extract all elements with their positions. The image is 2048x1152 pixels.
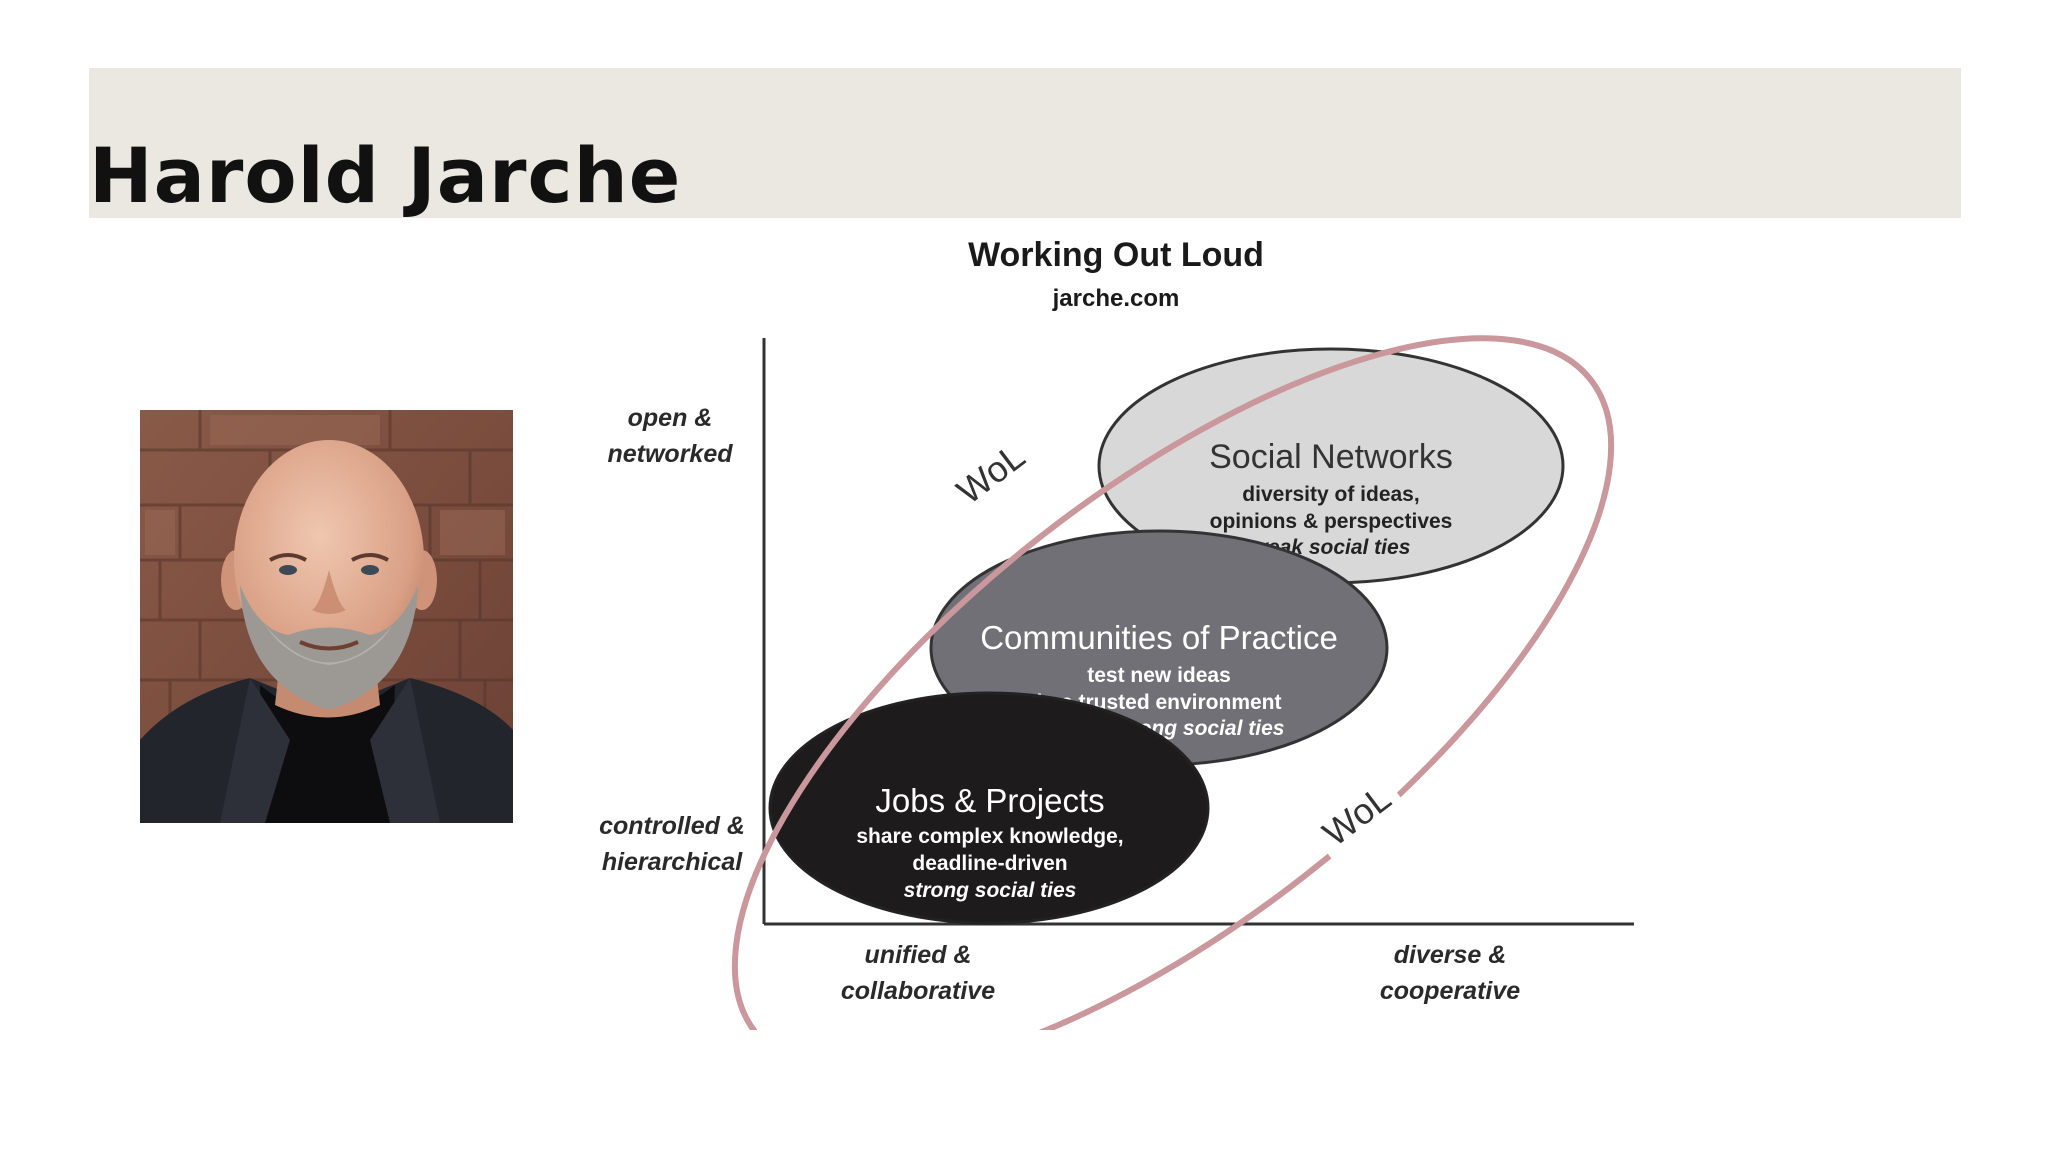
jobs-and-projects-title: Jobs & Projects [875,782,1104,819]
communities-of-practice-title: Communities of Practice [980,619,1338,656]
wol-label-bottom-mask [1305,769,1406,860]
communities-of-practice-line1: test new ideas [1087,664,1231,687]
working-out-loud-diagram: Working Out Loud jarche.com open & netwo… [560,230,1680,1030]
social-networks-line2: opinions & perspectives [1210,510,1453,533]
x-axis-right-label-line2: cooperative [1380,977,1520,1005]
jobs-and-projects-ties: strong social ties [904,879,1077,902]
jobs-and-projects-line2: deadline-driven [912,852,1067,875]
diagram-subtitle: jarche.com [1052,285,1180,312]
title-band [89,68,1961,218]
social-networks-line1: diversity of ideas, [1242,483,1419,506]
y-axis-bottom-label-line1: controlled & [599,812,745,840]
y-axis-top-label-line2: networked [607,440,733,468]
jobs-and-projects-ellipse [768,691,1210,925]
x-axis-left-label-line1: unified & [865,941,972,969]
portrait-illustration [140,410,513,823]
slide-title: Harold Jarche [89,131,682,220]
jobs-and-projects-line1: share complex knowledge, [856,825,1123,848]
y-axis-top-label-line1: open & [628,404,713,432]
wol-loop [731,335,1615,1030]
portrait-photo [140,410,513,823]
wol-label-top-mask [939,427,1040,518]
x-axis-right-label-line1: diverse & [1394,941,1507,969]
social-networks-title: Social Networks [1209,438,1453,476]
y-axis-bottom-label-line2: hierarchical [602,848,743,876]
diagram-title: Working Out Loud [968,236,1264,274]
x-axis-left-label-line2: collaborative [841,977,995,1005]
